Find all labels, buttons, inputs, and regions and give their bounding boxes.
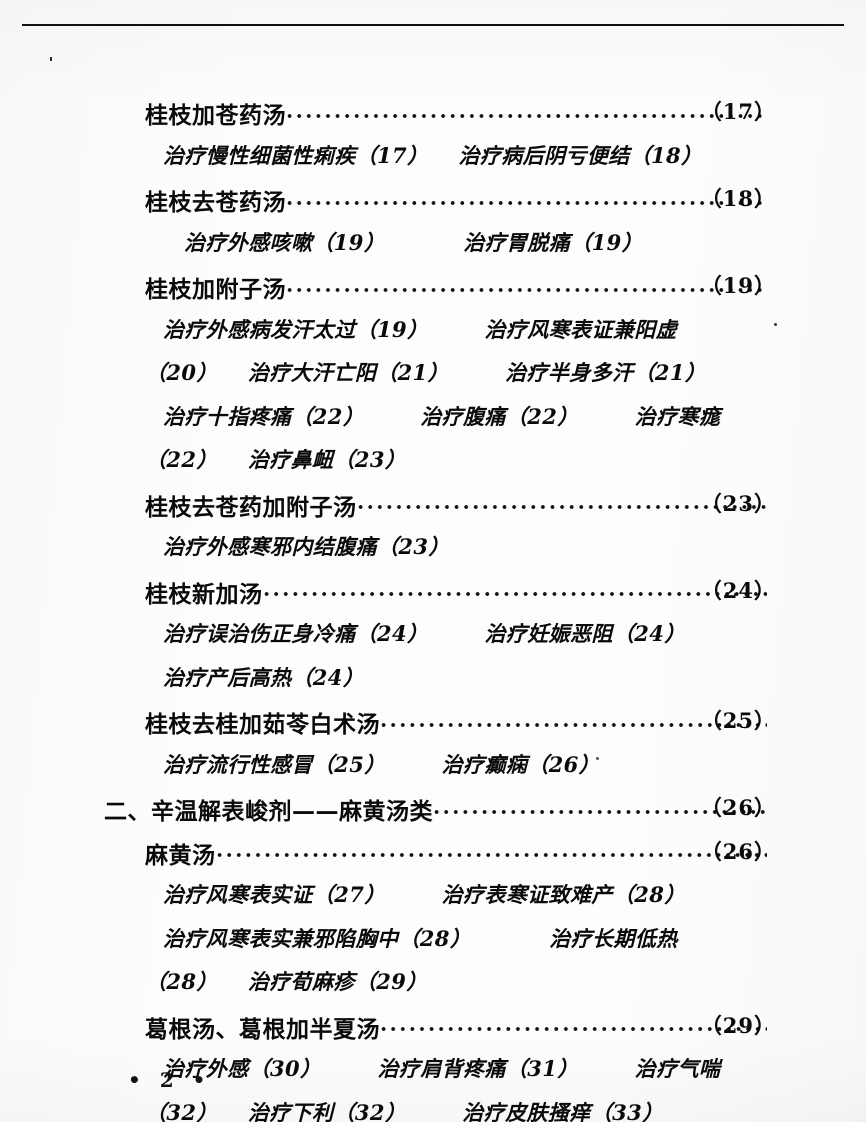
case-item: （28） (145, 969, 218, 994)
toc-case-line: 治疗外感（30） 治疗肩背疼痛（31） 治疗气喘 (0, 1053, 866, 1097)
page-number: （19） (700, 273, 776, 298)
table-of-contents: 桂枝加苍药汤 （17） 治疗慢性细菌性痢疾（17） 治疗病后阴亏便结（18） 桂枝去苍药… (0, 96, 866, 1122)
case-item: 治疗大汗亡阳（21） (247, 360, 450, 385)
top-horizontal-rule (22, 24, 844, 26)
dot-leader (434, 808, 767, 815)
entry-title: 桂枝去桂加茹苓白术汤 (145, 712, 380, 738)
case-item: 治疗流行性感冒（25） (163, 751, 386, 777)
dot-leader (287, 286, 767, 293)
toc-case-line: 治疗十指疼痛（22） 治疗腹痛（22） 治疗寒痝 (0, 401, 866, 445)
entry-title: 葛根汤、葛根加半夏汤 (145, 1016, 380, 1043)
toc-case-line: 治疗误治伤正身冷痛（24） 治疗妊娠恶阻（24） (0, 618, 866, 662)
case-item: （20） (145, 360, 218, 385)
case-item: 治疗表寒证致难产（28） (441, 882, 686, 907)
toc-case-line: （22） 治疗鼻衄（23） (0, 444, 866, 488)
dot-leader (263, 591, 767, 597)
case-item: 治疗风寒表实证（27） (163, 882, 386, 907)
case-item: 治疗皮肤搔痒（33） (462, 1099, 664, 1122)
case-item: （32） (145, 1099, 218, 1122)
toc-formula-entry[interactable]: 麻黄汤 （26） (0, 836, 866, 880)
toc-case-line: （28） 治疗荀麻疹（29） (0, 966, 866, 1010)
dot-leader (216, 852, 767, 858)
case-item: 治疗妊娠恶阻（24） (484, 621, 686, 646)
dot-leader (381, 721, 767, 728)
page-folio: • 2 • (128, 1068, 212, 1092)
toc-case-line: 治疗外感寒邪内结腹痛（23） (0, 531, 866, 575)
dot-leader (287, 199, 767, 206)
page-number: （17） (700, 99, 776, 124)
scan-speck (774, 323, 777, 326)
toc-formula-entry[interactable]: 桂枝加苍药汤 （17） (0, 96, 866, 140)
entry-title: 辛温解表峻剂——麻黄汤类 (151, 799, 433, 825)
dot-leader (357, 504, 767, 510)
case-item: 治疗十指疼痛（22） (163, 403, 365, 429)
toc-formula-entry[interactable]: 桂枝新加汤 （24） (0, 575, 866, 619)
case-item: 治疗寒痝 (634, 403, 721, 429)
page-number: （24） (700, 577, 776, 603)
entry-title: 桂枝去苍药加附子汤 (145, 494, 357, 521)
case-item: 治疗外感寒邪内结腹痛（23） (163, 534, 450, 559)
dot-leader (381, 1026, 767, 1032)
case-item: 治疗产后高热（24） (163, 664, 365, 690)
case-item: 治疗肩背疼痛（31） (377, 1056, 579, 1081)
section-number: 二、 (104, 799, 151, 825)
page-number: （29） (700, 1012, 776, 1038)
case-item: 治疗风寒表证兼阳虚 (484, 316, 678, 342)
entry-title: 桂枝新加汤 (145, 581, 263, 608)
toc-section-heading[interactable]: 二、辛温解表峻剂——麻黄汤类 （26） (0, 792, 866, 836)
case-item: 治疗风寒表实兼邪陷胸中（28） (163, 925, 472, 951)
toc-case-line: 治疗风寒表实兼邪陷胸中（28） 治疗长期低热 (0, 923, 866, 967)
case-item: 治疗慢性细菌性痢疾（17） (163, 142, 429, 168)
page-number: （26） (700, 795, 776, 820)
scan-speck (596, 757, 599, 760)
scan-speck (50, 57, 52, 61)
entry-title: 桂枝去苍药汤 (145, 190, 286, 216)
entry-title: 麻黄汤 (145, 842, 216, 869)
case-item: 治疗胃脱痛（19） (463, 229, 644, 255)
toc-case-line: 治疗外感病发汗太过（19） 治疗风寒表证兼阳虚 (0, 314, 866, 358)
toc-formula-entry[interactable]: 桂枝去桂加茹苓白术汤 （25） (0, 705, 866, 749)
case-item: 治疗半身多汗（21） (505, 360, 707, 385)
case-item: 治疗长期低热 (549, 925, 678, 951)
case-item: 治疗外感咳嗽（19） (184, 229, 386, 255)
page-number: （23） (700, 490, 776, 516)
toc-case-line: 治疗流行性感冒（25） 治疗癫痫（26） (0, 749, 866, 793)
case-item: 治疗癫痫（26） (441, 751, 601, 777)
case-item: 治疗鼻衄（23） (247, 447, 407, 472)
toc-formula-entry[interactable]: 桂枝加附子汤 （19） (0, 270, 866, 314)
entry-title: 桂枝加附子汤 (145, 277, 286, 303)
case-item: 治疗荀麻疹（29） (247, 969, 428, 994)
case-item: 治疗下利（32） (247, 1099, 407, 1122)
case-item: （22） (145, 447, 218, 472)
toc-formula-entry[interactable]: 桂枝去苍药加附子汤 （23） (0, 488, 866, 532)
toc-case-line: 治疗风寒表实证（27） 治疗表寒证致难产（28） (0, 879, 866, 923)
top-rule-dashed-segment (22, 24, 70, 26)
case-item: 治疗气喘 (634, 1056, 721, 1081)
toc-case-line: 治疗产后高热（24） (0, 662, 866, 706)
page-number: （26） (700, 838, 776, 864)
case-item: 治疗外感（30） (163, 1056, 322, 1081)
case-item: 治疗误治伤正身冷痛（24） (163, 621, 429, 646)
toc-case-line: 治疗慢性细菌性痢疾（17） 治疗病后阴亏便结（18） (0, 140, 866, 184)
toc-case-line: 治疗外感咳嗽（19） 治疗胃脱痛（19） (0, 227, 866, 271)
page-number: （18） (700, 186, 776, 211)
entry-title: 桂枝加苍药汤 (145, 103, 286, 129)
page-number: （25） (700, 708, 776, 733)
toc-case-line: （20） 治疗大汗亡阳（21） 治疗半身多汗（21） (0, 357, 866, 401)
case-item: 治疗外感病发汗太过（19） (163, 316, 429, 342)
toc-formula-entry[interactable]: 桂枝去苍药汤 （18） (0, 183, 866, 227)
toc-case-line: （32） 治疗下利（32） 治疗皮肤搔痒（33） (0, 1097, 866, 1122)
toc-formula-entry[interactable]: 葛根汤、葛根加半夏汤 （29） (0, 1010, 866, 1054)
case-item: 治疗病后阴亏便结（18） (458, 142, 703, 168)
dot-leader (287, 112, 767, 119)
case-item: 治疗腹痛（22） (420, 403, 579, 429)
